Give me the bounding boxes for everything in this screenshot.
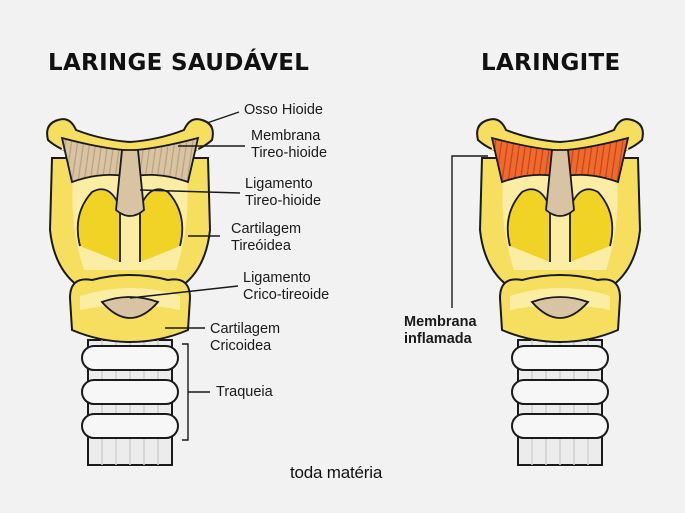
leader-cricothyroid [129, 285, 239, 299]
label-cricothyroid-ligament: Ligamento Crico-tireoide [243, 270, 329, 304]
label-thyrohyoid-membrane: Membrana Tireo-hioide [251, 128, 327, 162]
label-line-2: inflamada [404, 331, 472, 347]
laryngitis-larynx-illustration [475, 117, 645, 467]
leader-inflamed [451, 155, 488, 308]
trachea-bracket [182, 343, 189, 441]
leader-lines [129, 111, 488, 441]
label-line-1: Cartilagem [231, 221, 302, 237]
title-laryngitis: LARINGITE [481, 50, 621, 76]
label-line-1: Ligamento [245, 176, 313, 192]
label-thyrohyoid-ligament: Ligamento Tireo-hioide [245, 176, 321, 210]
title-healthy: LARINGE SAUDÁVEL [48, 50, 310, 76]
label-line-2: Crico-tireoide [243, 287, 330, 303]
label-hyoid: Osso Hioide [244, 102, 323, 119]
label-line-1: Membrana [404, 314, 477, 330]
label-trachea-text: Traqueia [216, 384, 273, 400]
leader-hyoid [206, 111, 240, 124]
label-line-2: Tireo-hioide [245, 193, 322, 209]
label-line-1: Membrana [251, 128, 321, 144]
label-inflamed-membrane: Membrana inflamada [404, 314, 477, 348]
label-line-2: Tireóidea [231, 238, 291, 254]
label-thyroid-cartilage: Cartilagem Tireóidea [231, 221, 301, 255]
label-cricoid-cartilage: Cartilagem Cricoidea [210, 321, 280, 355]
leader-ligament [139, 189, 241, 194]
label-line-2: Tireo-hioide [251, 145, 328, 161]
label-line-2: Cricoidea [210, 338, 272, 354]
label-line-1: Ligamento [243, 270, 311, 286]
label-hyoid-text: Osso Hioide [244, 102, 323, 118]
label-trachea: Traqueia [216, 384, 273, 401]
label-line-1: Cartilagem [210, 321, 281, 337]
brand-logo: toda matéria [290, 463, 383, 482]
